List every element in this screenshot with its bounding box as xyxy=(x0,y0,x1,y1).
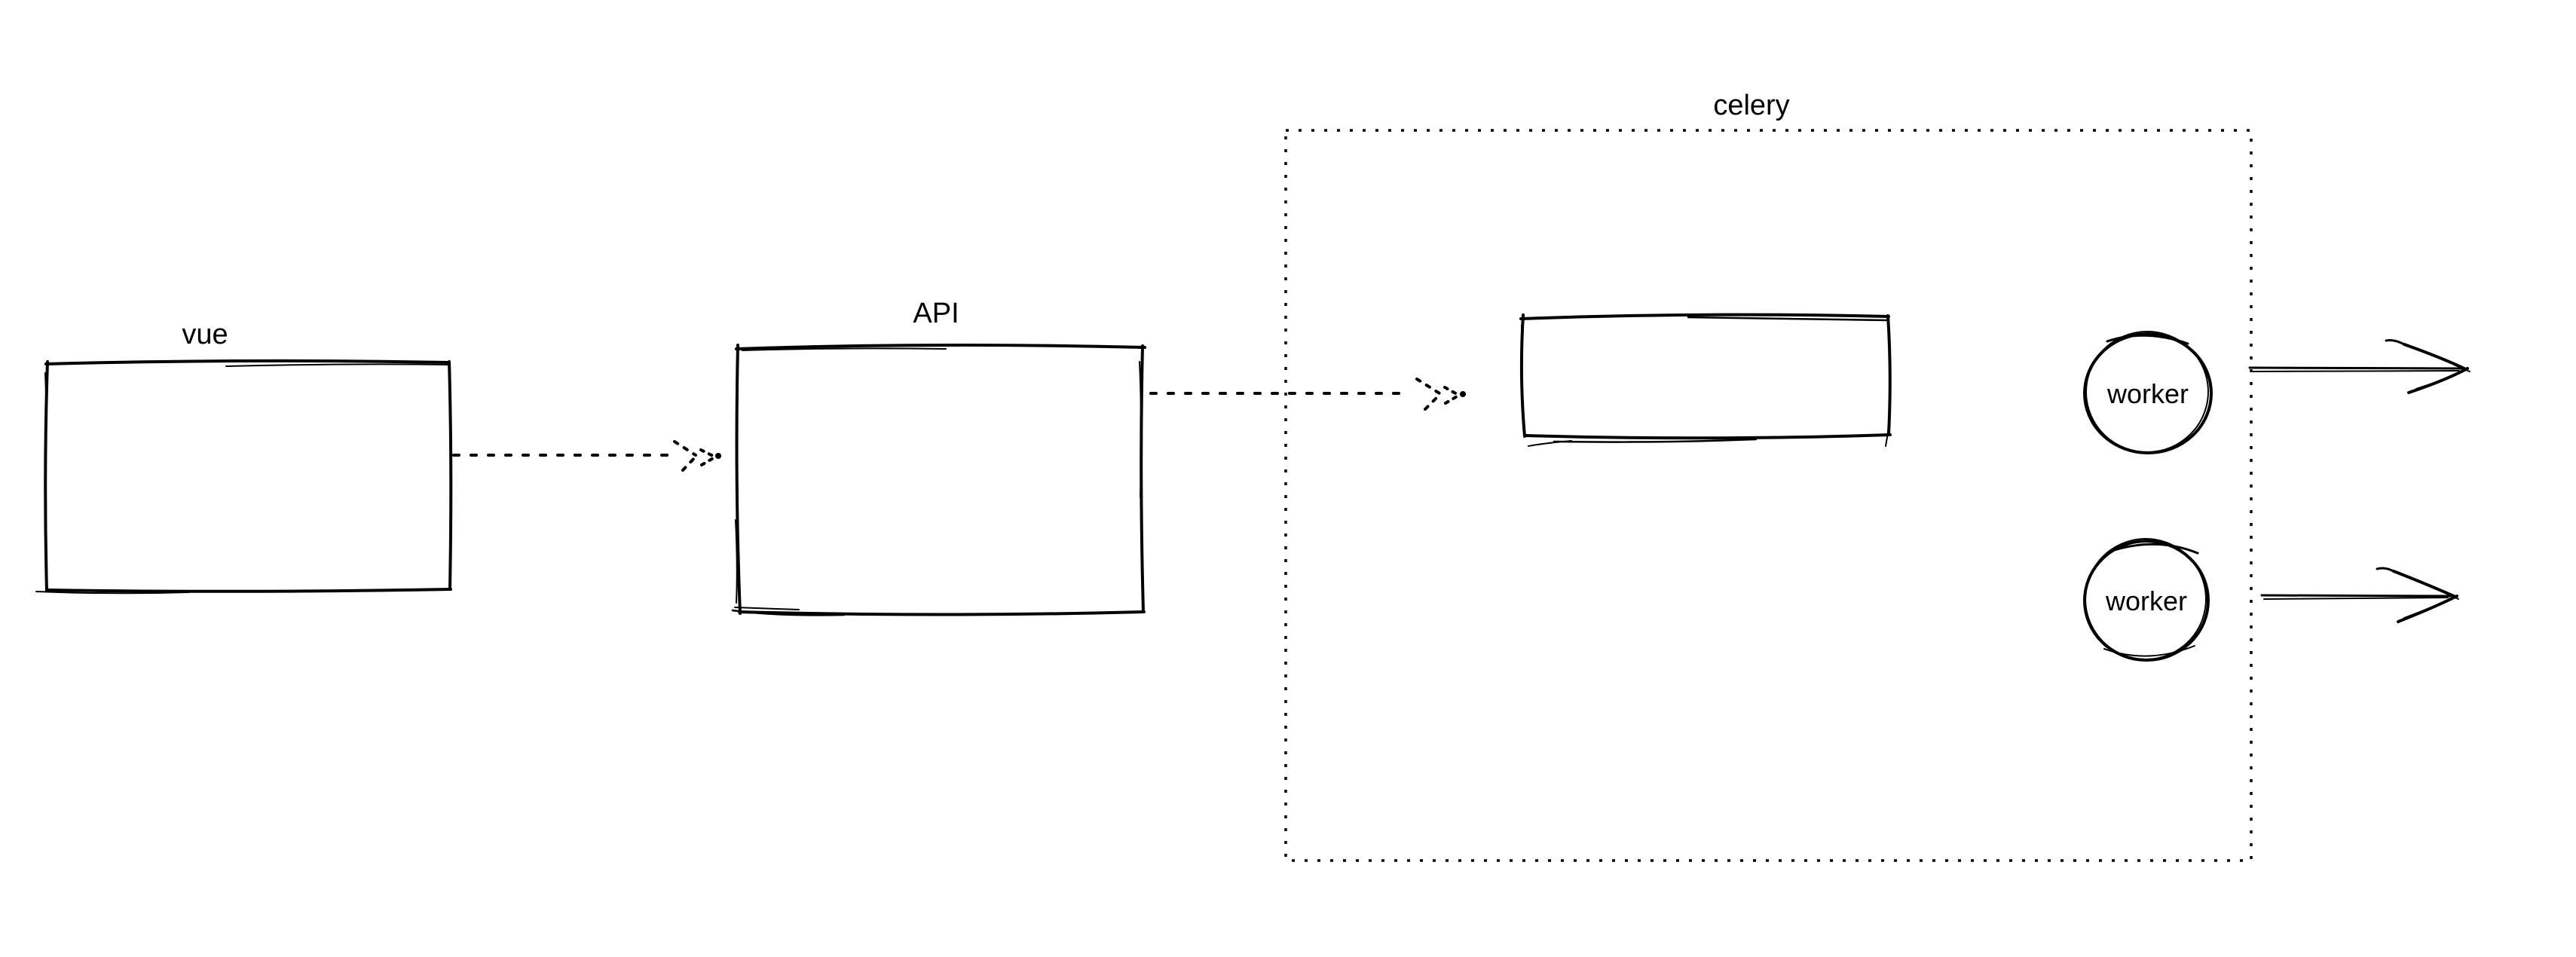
solid-arrowhead-sketch xyxy=(2453,364,2470,372)
celery-group: celery xyxy=(1284,90,2253,862)
arrowhead-inner-chevron xyxy=(700,456,716,466)
api-box-edge xyxy=(735,344,742,615)
arrowhead-inner-chevron xyxy=(1444,394,1460,405)
worker-top-node: worker xyxy=(2083,330,2213,454)
arrowhead-outer-chevron xyxy=(1424,393,1441,411)
vue-node: vue xyxy=(35,319,453,595)
worker-bottom-label: worker xyxy=(2105,586,2187,616)
vue-box-sketch-stroke xyxy=(225,363,451,367)
api-box-sketch-stroke xyxy=(734,607,800,610)
solid-arrowhead-upper-barb xyxy=(2403,343,2467,371)
queue-box-sketch-stroke xyxy=(1553,438,1758,443)
vue-box-edge xyxy=(448,360,453,590)
worker-top-label: worker xyxy=(2106,378,2189,409)
celery-label: celery xyxy=(1713,90,1789,121)
worker-bottom-circle-sketch xyxy=(2110,543,2199,555)
vue-box-sketch-stroke xyxy=(44,372,47,434)
solid-arrowhead-sketch xyxy=(2443,592,2459,600)
api-box-edge xyxy=(735,343,1146,350)
celery-dotted-border xyxy=(1284,129,2253,862)
arrowhead-outer-chevron xyxy=(681,455,697,472)
queue-box-edge xyxy=(1519,313,1890,320)
worker-bottom-circle-sketch xyxy=(2103,645,2195,657)
vue-label: vue xyxy=(182,319,228,350)
solid-arrowhead-sketch xyxy=(2403,597,2455,619)
arrowhead-outer-chevron xyxy=(673,440,697,457)
api-box-sketch-stroke xyxy=(731,609,846,616)
api-box-edge xyxy=(738,610,1146,616)
queue-box-sketch-stroke xyxy=(1528,440,1572,447)
arrowhead-inner-chevron xyxy=(699,448,716,458)
api-box-sketch-stroke xyxy=(742,347,947,351)
edge-worker-bottom-out xyxy=(2260,567,2459,623)
arrowhead-inner-chevron xyxy=(1443,386,1460,396)
edge-worker-top-out xyxy=(2248,339,2470,394)
vue-box-sketch-stroke xyxy=(35,591,189,595)
arrowhead-outer-chevron xyxy=(1415,378,1441,395)
api-box-sketch-stroke xyxy=(735,519,738,604)
worker-bottom-circle xyxy=(2083,540,2210,662)
solid-arrowhead-upper-barb xyxy=(2392,570,2457,598)
worker-top-circle-sketch xyxy=(2106,334,2189,345)
api-box-sketch-stroke xyxy=(1139,361,1143,498)
solid-arrowhead-hook xyxy=(2385,339,2406,346)
solid-arrowhead-sketch xyxy=(2415,370,2465,390)
arrowhead-tip-dot xyxy=(1460,391,1466,397)
solid-arrowhead-hook xyxy=(2376,567,2395,573)
solid-arrow-shaft-sketch xyxy=(2263,597,2449,600)
queue-node xyxy=(1519,313,1892,447)
edge-api-to-queue xyxy=(1149,378,1466,411)
queue-box-edge xyxy=(1524,433,1892,440)
edge-vue-to-api xyxy=(452,440,721,472)
worker-top-circle-sketch xyxy=(2085,330,2209,454)
api-node: API xyxy=(731,298,1146,616)
solid-arrow-shaft xyxy=(2260,594,2452,598)
worker-bottom-node: worker xyxy=(2083,538,2210,662)
arrowhead-tip-dot xyxy=(715,453,721,459)
vue-box-edge xyxy=(44,359,451,365)
api-label: API xyxy=(913,298,959,329)
worker-bottom-circle-sketch xyxy=(2085,538,2207,660)
vue-box-edge xyxy=(47,588,452,593)
queue-box-sketch-stroke xyxy=(1687,316,1889,322)
queue-box-sketch-stroke xyxy=(1885,412,1890,447)
